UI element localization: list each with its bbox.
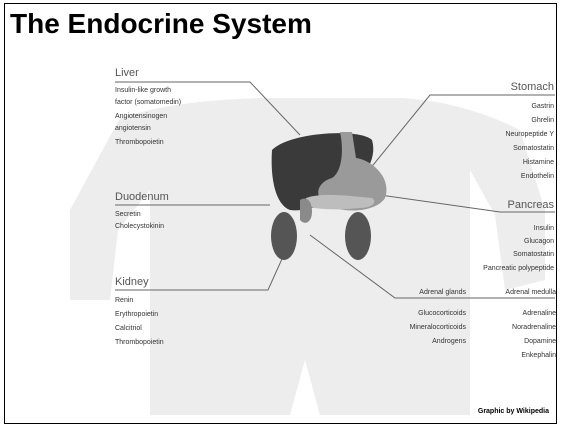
stomach-hormone-4: Somatostatin [513, 145, 554, 152]
liver-hormone-1: Insulin-like growth [115, 87, 171, 94]
duodenum-hormone-1: Secretin [115, 211, 141, 218]
adrenal-medulla-hormone-1: Adrenaline [523, 310, 557, 317]
stomach-hormone-2: Ghrelin [531, 117, 554, 124]
kidney-hormone-4: Thrombopoietin [115, 339, 164, 346]
kidney-hormone-1: Renin [115, 297, 133, 304]
liver-hormone-3: Angiotensinogen [115, 113, 167, 120]
adrenal-medulla-hormone-3: Dopamine [524, 338, 556, 345]
liver-hormone-4: angiotensin [115, 125, 151, 132]
pancreas-heading: Pancreas [508, 199, 555, 211]
pancreas-hormone-2: Glucagon [524, 238, 554, 245]
adrenal-medulla-label-group: Adrenal medulla Adrenaline Noradrenaline… [505, 289, 556, 359]
kidney-hormone-2: Erythropoietin [115, 311, 158, 318]
left-kidney-shape [271, 212, 297, 260]
liver-hormone-5: Thrombopoietin [115, 139, 164, 146]
stomach-hormone-6: Endothelin [521, 173, 554, 180]
kidney-hormone-3: Calcitriol [115, 325, 142, 332]
right-kidney-shape [345, 212, 371, 260]
duodenum-hormone-2: Cholecystokinin [115, 223, 164, 230]
adrenal-glands-hormone-3: Androgens [432, 338, 466, 345]
stomach-hormone-1: Gastrin [531, 103, 554, 110]
pancreas-hormone-1: Insulin [534, 225, 554, 232]
liver-hormone-2: factor (somatomedin) [115, 99, 181, 106]
stomach-heading: Stomach [511, 81, 554, 93]
stomach-hormone-3: Neuropeptide Y [505, 131, 554, 138]
adrenal-glands-hormone-1: Glucocorticoids [418, 310, 466, 317]
pancreas-hormone-4: Pancreatic polypeptide [483, 265, 554, 272]
adrenal-medulla-hormone-4: Enkephalin [521, 352, 556, 359]
adrenal-medulla-heading: Adrenal medulla [505, 289, 556, 296]
pancreas-hormone-3: Somatostatin [513, 251, 554, 258]
kidney-heading: Kidney [115, 276, 149, 288]
adrenal-medulla-hormone-2: Noradrenaline [512, 324, 556, 331]
stomach-hormone-5: Histamine [523, 159, 554, 166]
adrenal-glands-heading: Adrenal glands [419, 289, 466, 296]
image-credit: Graphic by Wikipedia [478, 408, 549, 415]
adrenal-glands-hormone-2: Mineralocorticoids [410, 324, 467, 331]
liver-heading: Liver [115, 67, 139, 79]
duodenum-heading: Duodenum [115, 191, 169, 203]
